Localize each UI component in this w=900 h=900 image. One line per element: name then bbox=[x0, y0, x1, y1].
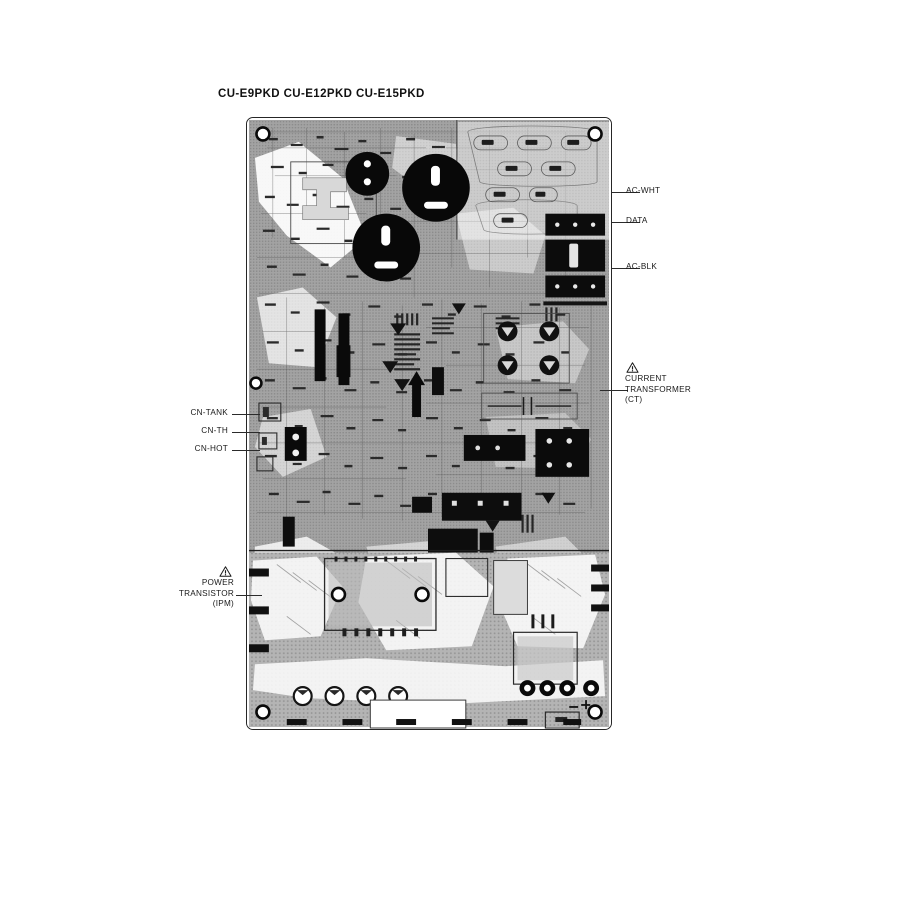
callout-power-transistor: POWER TRANSISTOR (IPM) bbox=[152, 566, 234, 610]
callout-line-ct-1: CURRENT bbox=[625, 374, 667, 383]
callout-line-ipm-3: (IPM) bbox=[212, 599, 234, 608]
leader-line-ac-wht bbox=[612, 192, 640, 193]
callout-data: DATA bbox=[626, 216, 648, 227]
callout-ac-blk: AC-BLK bbox=[626, 262, 657, 273]
warning-triangle-icon bbox=[219, 566, 232, 577]
leader-line-power-transistor bbox=[236, 595, 262, 596]
callout-current-transformer: CURRENT TRANSFORMER (CT) bbox=[625, 362, 691, 406]
callout-label-ac-blk: AC-BLK bbox=[626, 262, 658, 271]
warning-triangle-icon bbox=[626, 362, 639, 373]
callout-label-cn-tank: CN-TANK bbox=[190, 408, 228, 417]
leader-line-current-transformer bbox=[600, 390, 628, 391]
callout-label-ac-wht: AC-WHT bbox=[626, 186, 661, 195]
page-title: CU-E9PKD CU-E12PKD CU-E15PKD bbox=[218, 88, 425, 100]
leader-line-ac-blk bbox=[612, 268, 640, 269]
callout-label-data: DATA bbox=[626, 216, 648, 225]
callout-ac-wht: AC-WHT bbox=[626, 186, 660, 197]
leader-line-data bbox=[612, 222, 640, 223]
leader-line-cn-th bbox=[232, 432, 260, 433]
callout-label-cn-hot: CN-HOT bbox=[194, 444, 228, 453]
callout-cn-hot: CN-HOT bbox=[150, 444, 228, 455]
pcb-board bbox=[246, 117, 612, 730]
callout-line-ipm-1: POWER bbox=[201, 578, 234, 587]
leader-line-cn-tank bbox=[232, 414, 260, 415]
pcb-artwork bbox=[247, 118, 611, 729]
callout-line-ct-2: TRANSFORMER bbox=[625, 384, 691, 394]
callout-label-cn-th: CN-TH bbox=[201, 426, 228, 435]
callout-line-ct-3: (CT) bbox=[625, 395, 643, 404]
callout-cn-th: CN-TH bbox=[150, 426, 228, 437]
callout-line-ipm-2: TRANSISTOR bbox=[178, 588, 234, 598]
callout-cn-tank: CN-TANK bbox=[150, 408, 228, 419]
leader-line-cn-hot bbox=[232, 450, 260, 451]
